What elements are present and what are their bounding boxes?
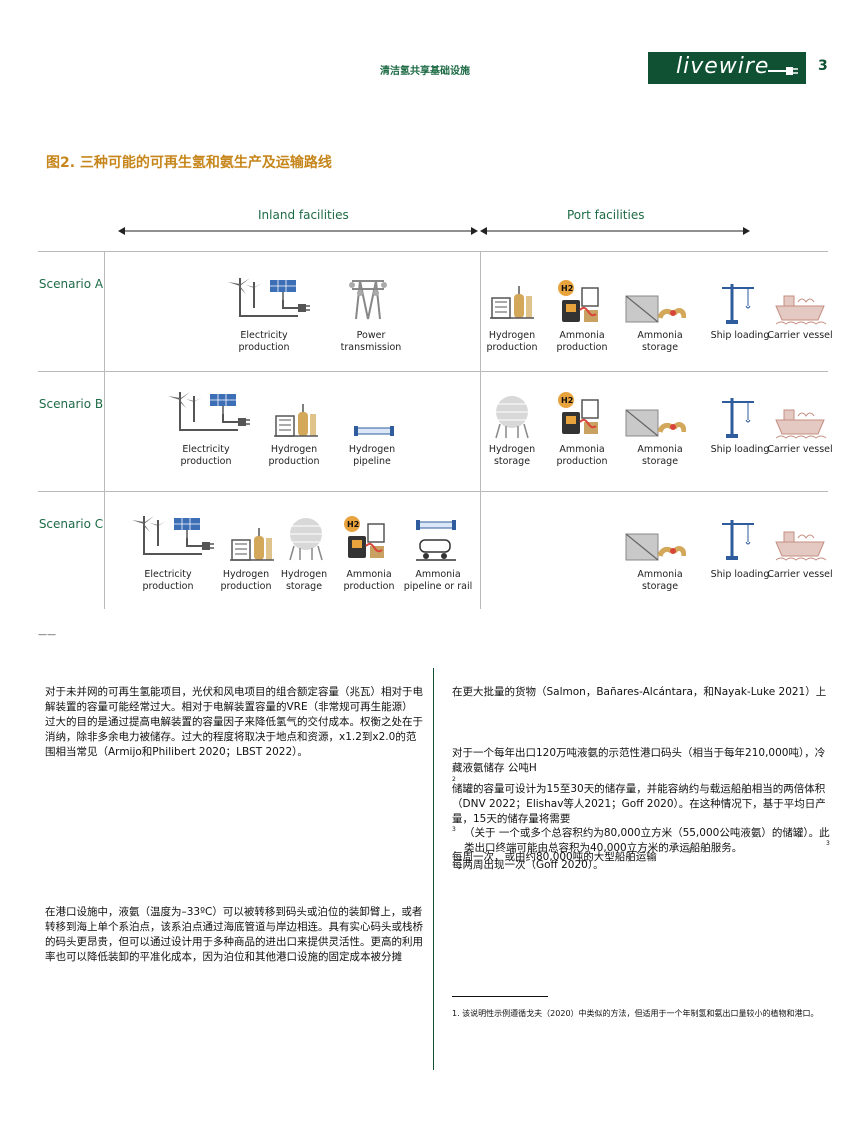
column-divider [433,668,434,1070]
plug-icon [768,67,798,75]
right-paragraph-1: 在更大批量的货物（Salmon，Bañares-Alcántara，和Nayak… [452,686,827,698]
caption-hydrogen-production: Hydrogen production [220,569,272,592]
caption-ammonia-production: Ammonia production [556,444,608,467]
caption-ammonia-production: Ammonia production [556,330,608,353]
ammonia-storage-icon [624,524,686,564]
hydrogen-pipeline-icon [353,425,395,437]
superscript-3: 3 [452,826,456,833]
caption-electricity-production: Electricity production [238,330,290,353]
caption-hydrogen-pipeline: Hydrogen pipeline [348,444,396,467]
table-rule [38,491,828,492]
caption-ship-loading: Ship loading [710,444,770,455]
caption-carrier-vessel: Carrier vessel [767,444,833,455]
caption-electricity-production: Electricity production [180,444,232,467]
electricity-production-icon [167,391,251,431]
hydrogen-production-icon [273,403,319,437]
scenario-a-label: Scenario A [38,277,104,291]
superscript-2: 2 [452,776,456,783]
inland-facilities-label: Inland facilities [258,208,349,222]
ship-loading-icon [720,396,756,440]
right-paragraph-4: （关于 一个或多个总容积约为80,000立方米（55,000公吨液氨）的储罐）。… [464,827,830,854]
right-paragraph-5: 每周一次，或由约80,000吨的大型船舶运输 [452,851,657,863]
page-number: 3 [818,58,828,74]
left-paragraph-1: 对于未并网的可再生氢能项目，光伏和风电项目的组合额定容量（兆瓦）相对于电解装置的… [45,686,423,758]
facilities-arrows [118,227,750,235]
separator-mark: —— [38,630,56,640]
caption-hydrogen-storage: Hydrogen storage [488,444,536,467]
livewire-logo-banner [648,52,806,84]
right-paragraph-6: 每两周出现一次（Goff 2020）。 [452,859,604,871]
table-divider [480,251,481,609]
caption-ammonia-storage: Ammonia storage [637,330,683,353]
caption-hydrogen-storage: Hydrogen storage [280,569,328,592]
caption-ship-loading: Ship loading [710,569,770,580]
left-paragraph-2: 在港口设施中，液氨（温度为–33ºC）可以被转移到码头或泊位的装卸臂上，或者转移… [45,906,423,963]
caption-ammonia-production: Ammonia production [343,569,395,592]
port-facilities-label: Port facilities [567,208,645,222]
scenario-c-label: Scenario C [38,517,104,531]
ship-loading-icon [720,282,756,326]
footnote-1: 1. 该说明性示例遵循戈夫（2020）中类似的方法，但适用于一个年制氢和氨出口量… [452,1009,819,1018]
superscript-3: 3 [826,840,830,847]
caption-carrier-vessel: Carrier vessel [767,569,833,580]
figure-title: 图2. 三种可能的可再生氢和氨生产及运输路线 [46,155,332,171]
footnote-rule [452,996,548,997]
ammonia-production-icon [558,280,599,323]
livewire-logo: livewire [676,54,770,79]
right-paragraph-3: 储罐的容量可设计为15至30天的储存量，并能容纳约与载运船舶相当的两倍体积（DN… [452,783,826,825]
hydrogen-storage-icon [289,517,323,561]
hydrogen-storage-icon [495,395,529,439]
carrier-vessel-icon [775,409,827,439]
caption-power-transmission: Power transmission [340,330,402,353]
power-transmission-icon [348,280,388,320]
ammonia-production-icon [558,392,599,435]
running-header-title: 清洁氢共享基础设施 [380,66,470,77]
ammonia-pipeline-or-rail-icon [415,519,457,561]
ammonia-storage-icon [624,400,686,440]
superscript-3: 3 [688,848,692,855]
hydrogen-production-icon [489,285,535,319]
ammonia-storage-icon [624,286,686,326]
ship-loading-icon [720,518,756,562]
caption-ammonia-storage: Ammonia storage [637,569,683,592]
caption-hydrogen-production: Hydrogen production [268,444,320,467]
electricity-production-icon [131,515,215,555]
table-divider [104,251,105,609]
electricity-production-icon [227,277,311,317]
table-rule [38,371,828,372]
caption-carrier-vessel: Carrier vessel [767,330,833,341]
caption-ammonia-storage: Ammonia storage [637,444,683,467]
table-rule [38,251,828,252]
right-paragraph-2: 对于一个每年出口120万吨液氨的示范性港口码头（相当于每年210,000吨），冷… [452,747,826,774]
caption-ship-loading: Ship loading [710,330,770,341]
caption-ammonia-pipeline-or-rail: Ammonia pipeline or rail [403,569,473,592]
caption-hydrogen-production: Hydrogen production [486,330,538,353]
ammonia-production-icon [344,516,385,559]
hydrogen-production-icon [229,527,275,561]
scenario-b-label: Scenario B [38,397,104,411]
carrier-vessel-icon [775,295,827,325]
caption-electricity-production: Electricity production [142,569,194,592]
carrier-vessel-icon [775,531,827,561]
